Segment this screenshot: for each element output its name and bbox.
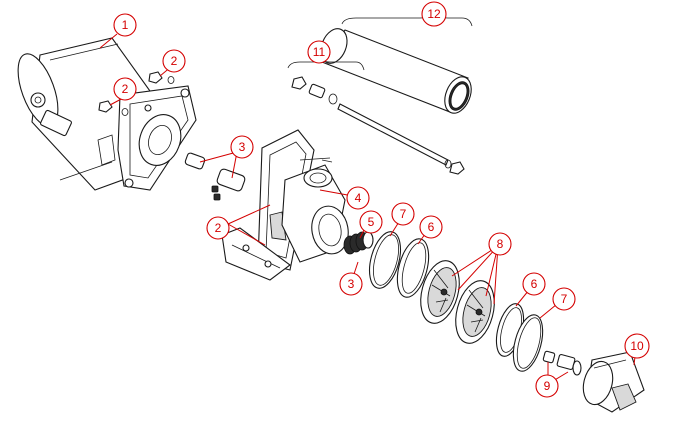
impeller-part-1: [420, 260, 460, 324]
svg-text:1: 1: [122, 18, 129, 32]
svg-text:2: 2: [215, 221, 222, 235]
svg-text:4: 4: [355, 191, 362, 205]
callout-2-motor: 2: [113, 77, 137, 101]
callout-2-lower: 2: [206, 216, 230, 240]
callout-9: 9: [535, 374, 559, 398]
svg-text:6: 6: [428, 220, 435, 234]
svg-text:2: 2: [171, 54, 178, 68]
callout-11: 11: [307, 40, 331, 64]
callout-3-upper: 3: [230, 135, 254, 159]
impeller-part-2: [455, 280, 495, 344]
pump-housing-part: [281, 157, 349, 263]
end-cap-part: [582, 351, 645, 413]
svg-text:7: 7: [561, 292, 568, 306]
callout-1: 1: [113, 13, 137, 37]
svg-text:3: 3: [239, 140, 246, 154]
motor-part: [17, 37, 197, 191]
svg-text:2: 2: [122, 82, 129, 96]
impeller-nut-part: [542, 350, 582, 376]
callout-5: 5: [359, 210, 383, 234]
group-bracket-12: [341, 10, 473, 27]
callout-12: 12: [421, 1, 447, 27]
svg-text:5: 5: [368, 215, 375, 229]
o-ring-part-left: [368, 231, 402, 289]
svg-text:10: 10: [630, 339, 644, 353]
spring-part: [343, 231, 374, 255]
callout-7-right: 7: [552, 287, 576, 311]
callout-8: 8: [488, 232, 512, 256]
svg-text:11: 11: [313, 45, 326, 59]
callout-4: 4: [346, 186, 370, 210]
svg-text:6: 6: [531, 277, 538, 291]
callouts: 1 2 2 2 3 3 4 5 6 6 7 7 8 9 10 11 12: [113, 1, 650, 398]
o-ring-part-right: [512, 314, 544, 372]
svg-text:9: 9: [544, 379, 551, 393]
callout-6-right: 6: [522, 272, 546, 296]
diffuser-ring-part-left: [396, 238, 430, 298]
callout-3-lower: 3: [339, 272, 363, 296]
pump-shell-part: [320, 28, 472, 114]
svg-text:7: 7: [400, 207, 407, 221]
callout-2-upper: 2: [162, 49, 186, 73]
callout-6-left: 6: [419, 215, 443, 239]
callout-7-left: 7: [391, 202, 415, 226]
callout-10: 10: [624, 333, 650, 359]
shaft-seal-part: [184, 152, 246, 201]
seal-plate-part: [221, 129, 315, 281]
svg-text:3: 3: [348, 277, 355, 291]
tie-rod-part: [291, 76, 465, 175]
svg-text:12: 12: [427, 7, 441, 21]
nut-part-upper: [98, 71, 175, 116]
svg-text:8: 8: [497, 237, 504, 251]
